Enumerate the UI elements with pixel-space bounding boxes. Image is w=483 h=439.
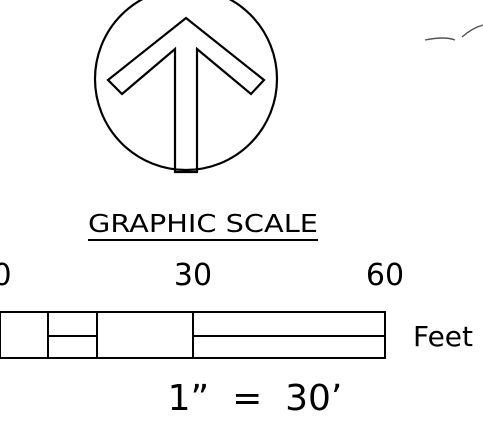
graphic-scale-title: GRAPHIC SCALE bbox=[88, 209, 318, 238]
tick-label-30: 30 bbox=[174, 258, 212, 293]
tick-label-0: 0 bbox=[0, 258, 12, 293]
tick-label-60: 60 bbox=[366, 258, 404, 293]
scale-ratio: 1” = 30’ bbox=[168, 378, 343, 419]
partial-arc bbox=[424, 24, 483, 41]
north-arrow-icon bbox=[93, 0, 279, 174]
unit-label: Feet bbox=[413, 320, 473, 353]
scale-bar bbox=[0, 311, 386, 359]
